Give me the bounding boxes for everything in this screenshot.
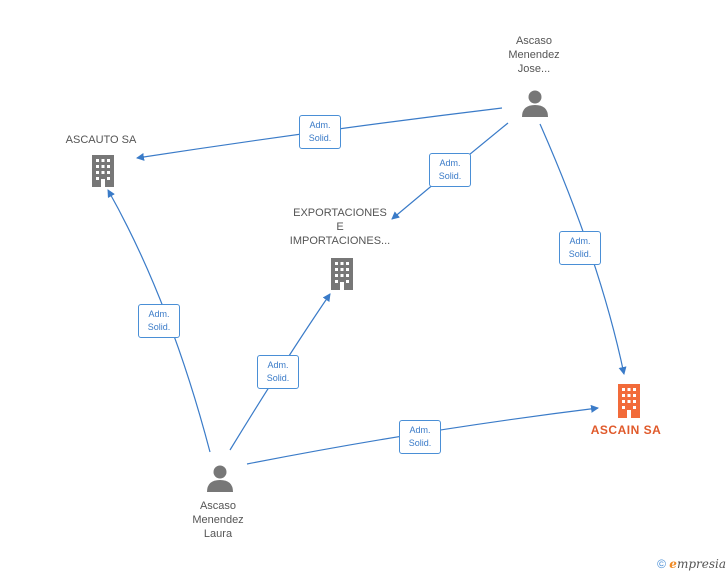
node-label-laura[interactable]: Ascaso Menendez Laura	[178, 499, 258, 541]
edge-label-line: Solid.	[308, 133, 332, 143]
node-label-line: ASCAUTO SA	[65, 134, 137, 146]
edge-label-line: Solid.	[147, 322, 171, 332]
node-label-line: E	[336, 221, 344, 233]
building-icon[interactable]	[88, 153, 118, 187]
node-label-line: EXPORTACIONES	[293, 207, 387, 219]
node-label-line: Laura	[203, 528, 233, 540]
empresia-watermark[interactable]: © empresia	[657, 557, 726, 571]
edge-label-jose-ascauto[interactable]: Adm. Solid.	[299, 115, 341, 149]
node-label-line: IMPORTACIONES...	[289, 235, 391, 247]
node-label-jose[interactable]: Ascaso Menendez Jose...	[494, 34, 574, 76]
node-label-line: Ascaso	[199, 500, 237, 512]
node-label-line: Ascaso	[515, 35, 553, 47]
node-label-line: Menendez	[192, 514, 244, 526]
copyright-icon: ©	[657, 557, 666, 571]
edge-label-line: Solid.	[266, 373, 290, 383]
edge-label-line: Solid.	[438, 171, 462, 181]
node-label-exportaciones[interactable]: EXPORTACIONES E IMPORTACIONES...	[282, 206, 398, 248]
person-icon[interactable]	[205, 463, 235, 493]
building-icon[interactable]	[614, 382, 644, 418]
node-label-line: Jose...	[517, 63, 551, 75]
edge-label-line: Adm.	[409, 425, 431, 435]
brand-logo: empresia	[669, 557, 726, 571]
node-label-ascain[interactable]: ASCAIN SA	[580, 423, 672, 437]
edge-label-line: Adm.	[148, 309, 170, 319]
brand-rest: mpresia	[676, 557, 726, 571]
node-label-line: Menendez	[508, 49, 560, 61]
edge-label-laura-exportaciones[interactable]: Adm. Solid.	[257, 355, 299, 389]
node-label-ascauto[interactable]: ASCAUTO SA	[56, 133, 146, 147]
edge-label-laura-ascauto[interactable]: Adm. Solid.	[138, 304, 180, 338]
edge-label-laura-ascain[interactable]: Adm. Solid.	[399, 420, 441, 454]
person-icon[interactable]	[520, 88, 550, 118]
edge-label-line: Adm.	[439, 158, 461, 168]
building-icon[interactable]	[327, 256, 357, 290]
edge-label-line: Adm.	[267, 360, 289, 370]
node-label-line: ASCAIN SA	[590, 423, 662, 437]
edge-label-line: Solid.	[408, 438, 432, 448]
edge-label-jose-ascain[interactable]: Adm. Solid.	[559, 231, 601, 265]
edge-label-line: Adm.	[309, 120, 331, 130]
brand-initial: e	[669, 557, 677, 571]
edge-label-line: Adm.	[569, 236, 591, 246]
edge-label-jose-exportaciones[interactable]: Adm. Solid.	[429, 153, 471, 187]
edge-label-line: Solid.	[568, 249, 592, 259]
